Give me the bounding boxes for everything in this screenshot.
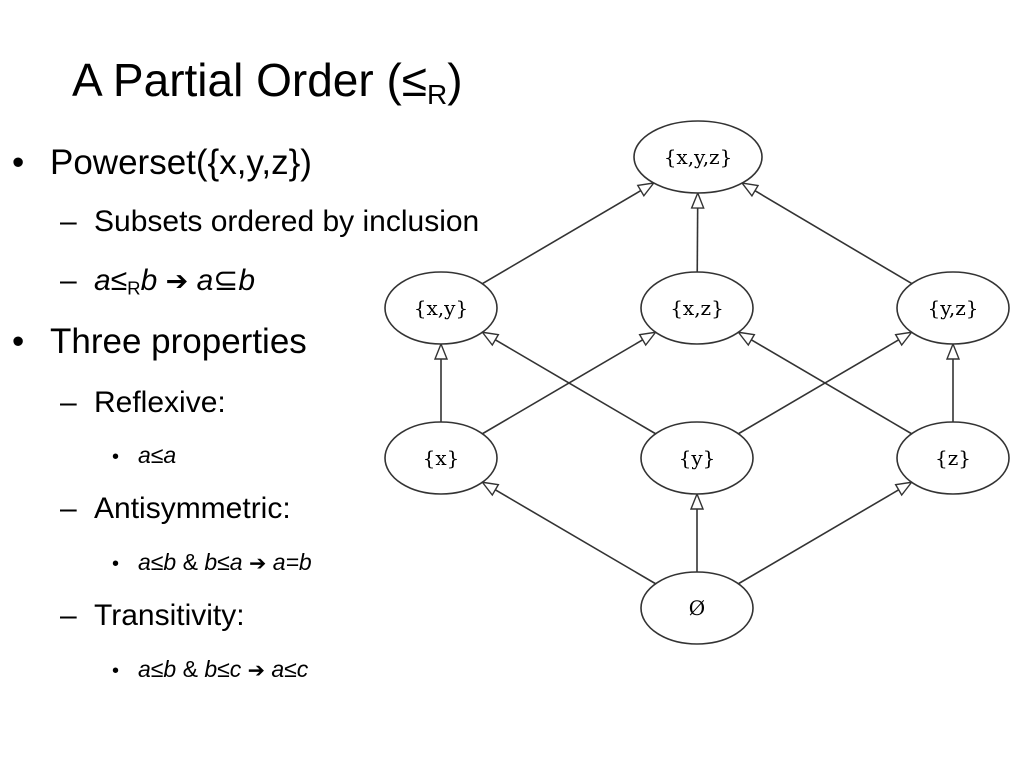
edge-y-to-xy [494, 339, 657, 435]
slide-title: A Partial Order (≤R) [72, 52, 463, 123]
diagram-edges [433, 182, 961, 585]
arrowhead-icon [689, 492, 705, 510]
bullet-dash: – [60, 386, 77, 419]
implies-arrow-icon: ➔ [165, 266, 189, 297]
rule-part: a=b [272, 549, 312, 575]
edge-yz-to-xyz [754, 190, 913, 285]
edge-y-to-yz [737, 339, 900, 435]
node-z: {z} [896, 421, 1010, 495]
node-xy: {x,y} [384, 271, 498, 345]
bullet-powerset: • Powerset({x,y,z}) [12, 143, 312, 183]
arrowhead-icon [945, 342, 961, 360]
rule-part: b≤a [204, 549, 243, 575]
node-ellipse [633, 120, 763, 194]
node-ellipse [640, 271, 754, 345]
arrowhead-icon [636, 182, 656, 198]
edge-x-to-xz [481, 339, 644, 435]
bullet-dot: • [12, 322, 25, 361]
node-ellipse [896, 271, 1010, 345]
bullet-three-properties: • Three properties [12, 322, 307, 362]
bullet-text: Transitivity: [94, 599, 245, 632]
ampersand: & [176, 656, 205, 682]
edge-z-to-xz [750, 339, 913, 435]
sub-bullet-transitivity: –Transitivity: [60, 598, 245, 634]
arrowhead-icon [480, 331, 500, 347]
node-ellipse [640, 421, 754, 495]
node-y: {y} [640, 421, 754, 495]
arrowhead-icon [740, 182, 760, 198]
sub-bullet-subsets: –Subsets ordered by inclusion [60, 204, 479, 240]
edge-xy-to-xyz [481, 189, 642, 285]
rule-reflexive: • a≤a [112, 441, 176, 471]
leq-symbol: ≤ [110, 264, 128, 297]
node-label: {y,z} [928, 296, 979, 320]
node-label: Ø [689, 596, 705, 620]
relation-subscript: R [127, 277, 141, 299]
node-ellipse [384, 421, 498, 495]
sub-bullet-relation-definition: –a≤Rb ➔ a⊆b [60, 263, 255, 307]
edge-empty-to-x [494, 489, 657, 585]
arrowhead-icon [736, 331, 756, 347]
node-label: {x} [423, 446, 460, 470]
arrowhead-icon [480, 481, 500, 497]
rule-part: a≤b [138, 549, 177, 575]
node-x: {x} [384, 421, 498, 495]
bullet-dash: – [60, 599, 77, 632]
arrowhead-icon [433, 342, 449, 360]
ampersand: & [176, 549, 205, 575]
node-ellipse [640, 571, 754, 645]
title-close: ) [447, 54, 463, 106]
node-ellipse [896, 421, 1010, 495]
bullet-dot: • [112, 446, 120, 468]
rule-antisymmetric: • a≤b & b≤a ➔ a=b [112, 548, 312, 578]
node-label: {z} [935, 446, 971, 470]
sub-bullet-antisymmetric: –Antisymmetric: [60, 491, 291, 527]
rule-text: a≤a [138, 442, 177, 468]
implies-arrow-icon: ➔ [247, 658, 265, 682]
node-label: {y} [679, 446, 716, 470]
title-subscript: R [427, 79, 448, 110]
bullet-text: Antisymmetric: [94, 492, 291, 525]
subseteq-symbol: ⊆ [213, 264, 239, 297]
bullet-dash: – [60, 492, 77, 525]
edge-empty-to-z [737, 489, 900, 585]
node-label: {x,y,z} [664, 145, 733, 169]
bullet-dot: • [12, 143, 25, 182]
arrowhead-icon [894, 481, 914, 497]
node-xyz: {x,y,z} [633, 120, 763, 194]
bullet-dash: – [60, 264, 77, 297]
rule-transitivity: • a≤b & b≤c ➔ a≤c [112, 655, 308, 685]
var-a: a [94, 264, 111, 297]
arrowhead-icon [894, 331, 914, 347]
arrowhead-icon [638, 331, 658, 347]
arrowhead-icon [690, 191, 705, 209]
bullet-dash: – [60, 205, 77, 238]
node-empty: Ø [640, 571, 754, 645]
title-text: A Partial Order (≤ [72, 54, 428, 106]
node-ellipse [384, 271, 498, 345]
rule-part: a≤c [271, 656, 309, 682]
node-label: {x,y} [414, 296, 468, 320]
var-b: b [140, 264, 158, 297]
sub-bullet-reflexive: –Reflexive: [60, 385, 226, 421]
diagram-nodes: {x,y,z} {x,y} {x,z} {y,z} {x} {y} {z} Ø [384, 120, 1010, 645]
bullet-dot: • [112, 660, 120, 682]
bullet-text: Three properties [50, 322, 307, 361]
bullet-text: Subsets ordered by inclusion [94, 205, 480, 238]
rule-part: a≤b [138, 656, 177, 682]
implies-arrow-icon: ➔ [248, 551, 267, 575]
node-label: {x,z} [670, 296, 724, 320]
bullet-text: Powerset({x,y,z}) [50, 143, 312, 182]
rule-part: b≤c [204, 656, 242, 682]
bullet-dot: • [112, 553, 120, 575]
node-xz: {x,z} [640, 271, 754, 345]
var-a: a [196, 264, 214, 297]
node-yz: {y,z} [896, 271, 1010, 345]
bullet-text: Reflexive: [94, 386, 226, 419]
var-b: b [238, 264, 256, 297]
